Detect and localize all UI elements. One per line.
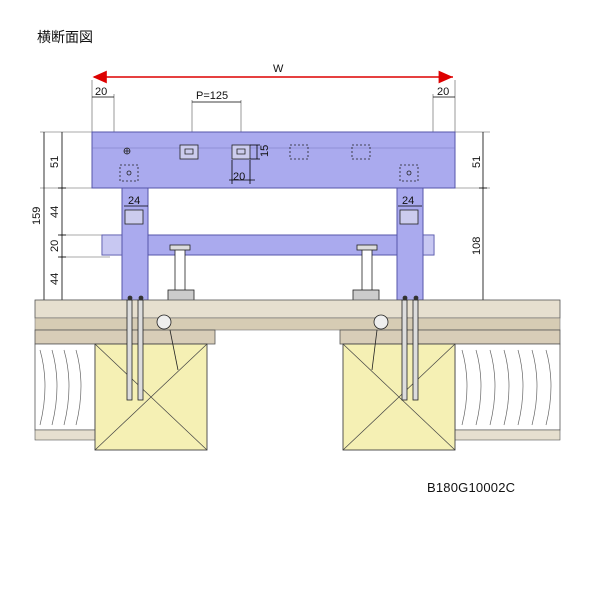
right-post-width-dim: 24 [402,195,414,207]
left-edge-dim: 20 [95,86,107,98]
top-beam [91,131,456,189]
pitch-dim: P=125 [196,90,228,102]
overall-width-label: W [273,63,284,75]
right-timber [342,343,456,451]
top-beam-right-dim: 51 [471,156,483,168]
left-post [121,187,149,301]
left-post-width-dim: 24 [128,195,140,207]
total-height-right-dim: 108 [471,237,483,255]
slot-width-dim: 20 [233,171,245,183]
mid-rail-dim: 20 [49,240,61,252]
left-timber [94,343,208,451]
screws [126,299,419,401]
gap-upper-dim: 44 [49,206,61,218]
left-insulation [34,343,96,431]
right-post [396,187,424,301]
right-edge-dim: 20 [437,86,449,98]
right-insulation [454,343,561,431]
gap-lower-dim: 44 [49,273,61,285]
drawing-code: B180G10002C [427,480,516,495]
page-title: 横断面図 [37,30,93,46]
top-beam-left-dim: 51 [49,156,61,168]
total-height-left-dim: 159 [31,207,43,225]
middle-rail [101,234,435,256]
beam-slots [119,144,419,182]
slot-height-dim: 15 [259,145,271,157]
deck-slab [34,299,561,319]
